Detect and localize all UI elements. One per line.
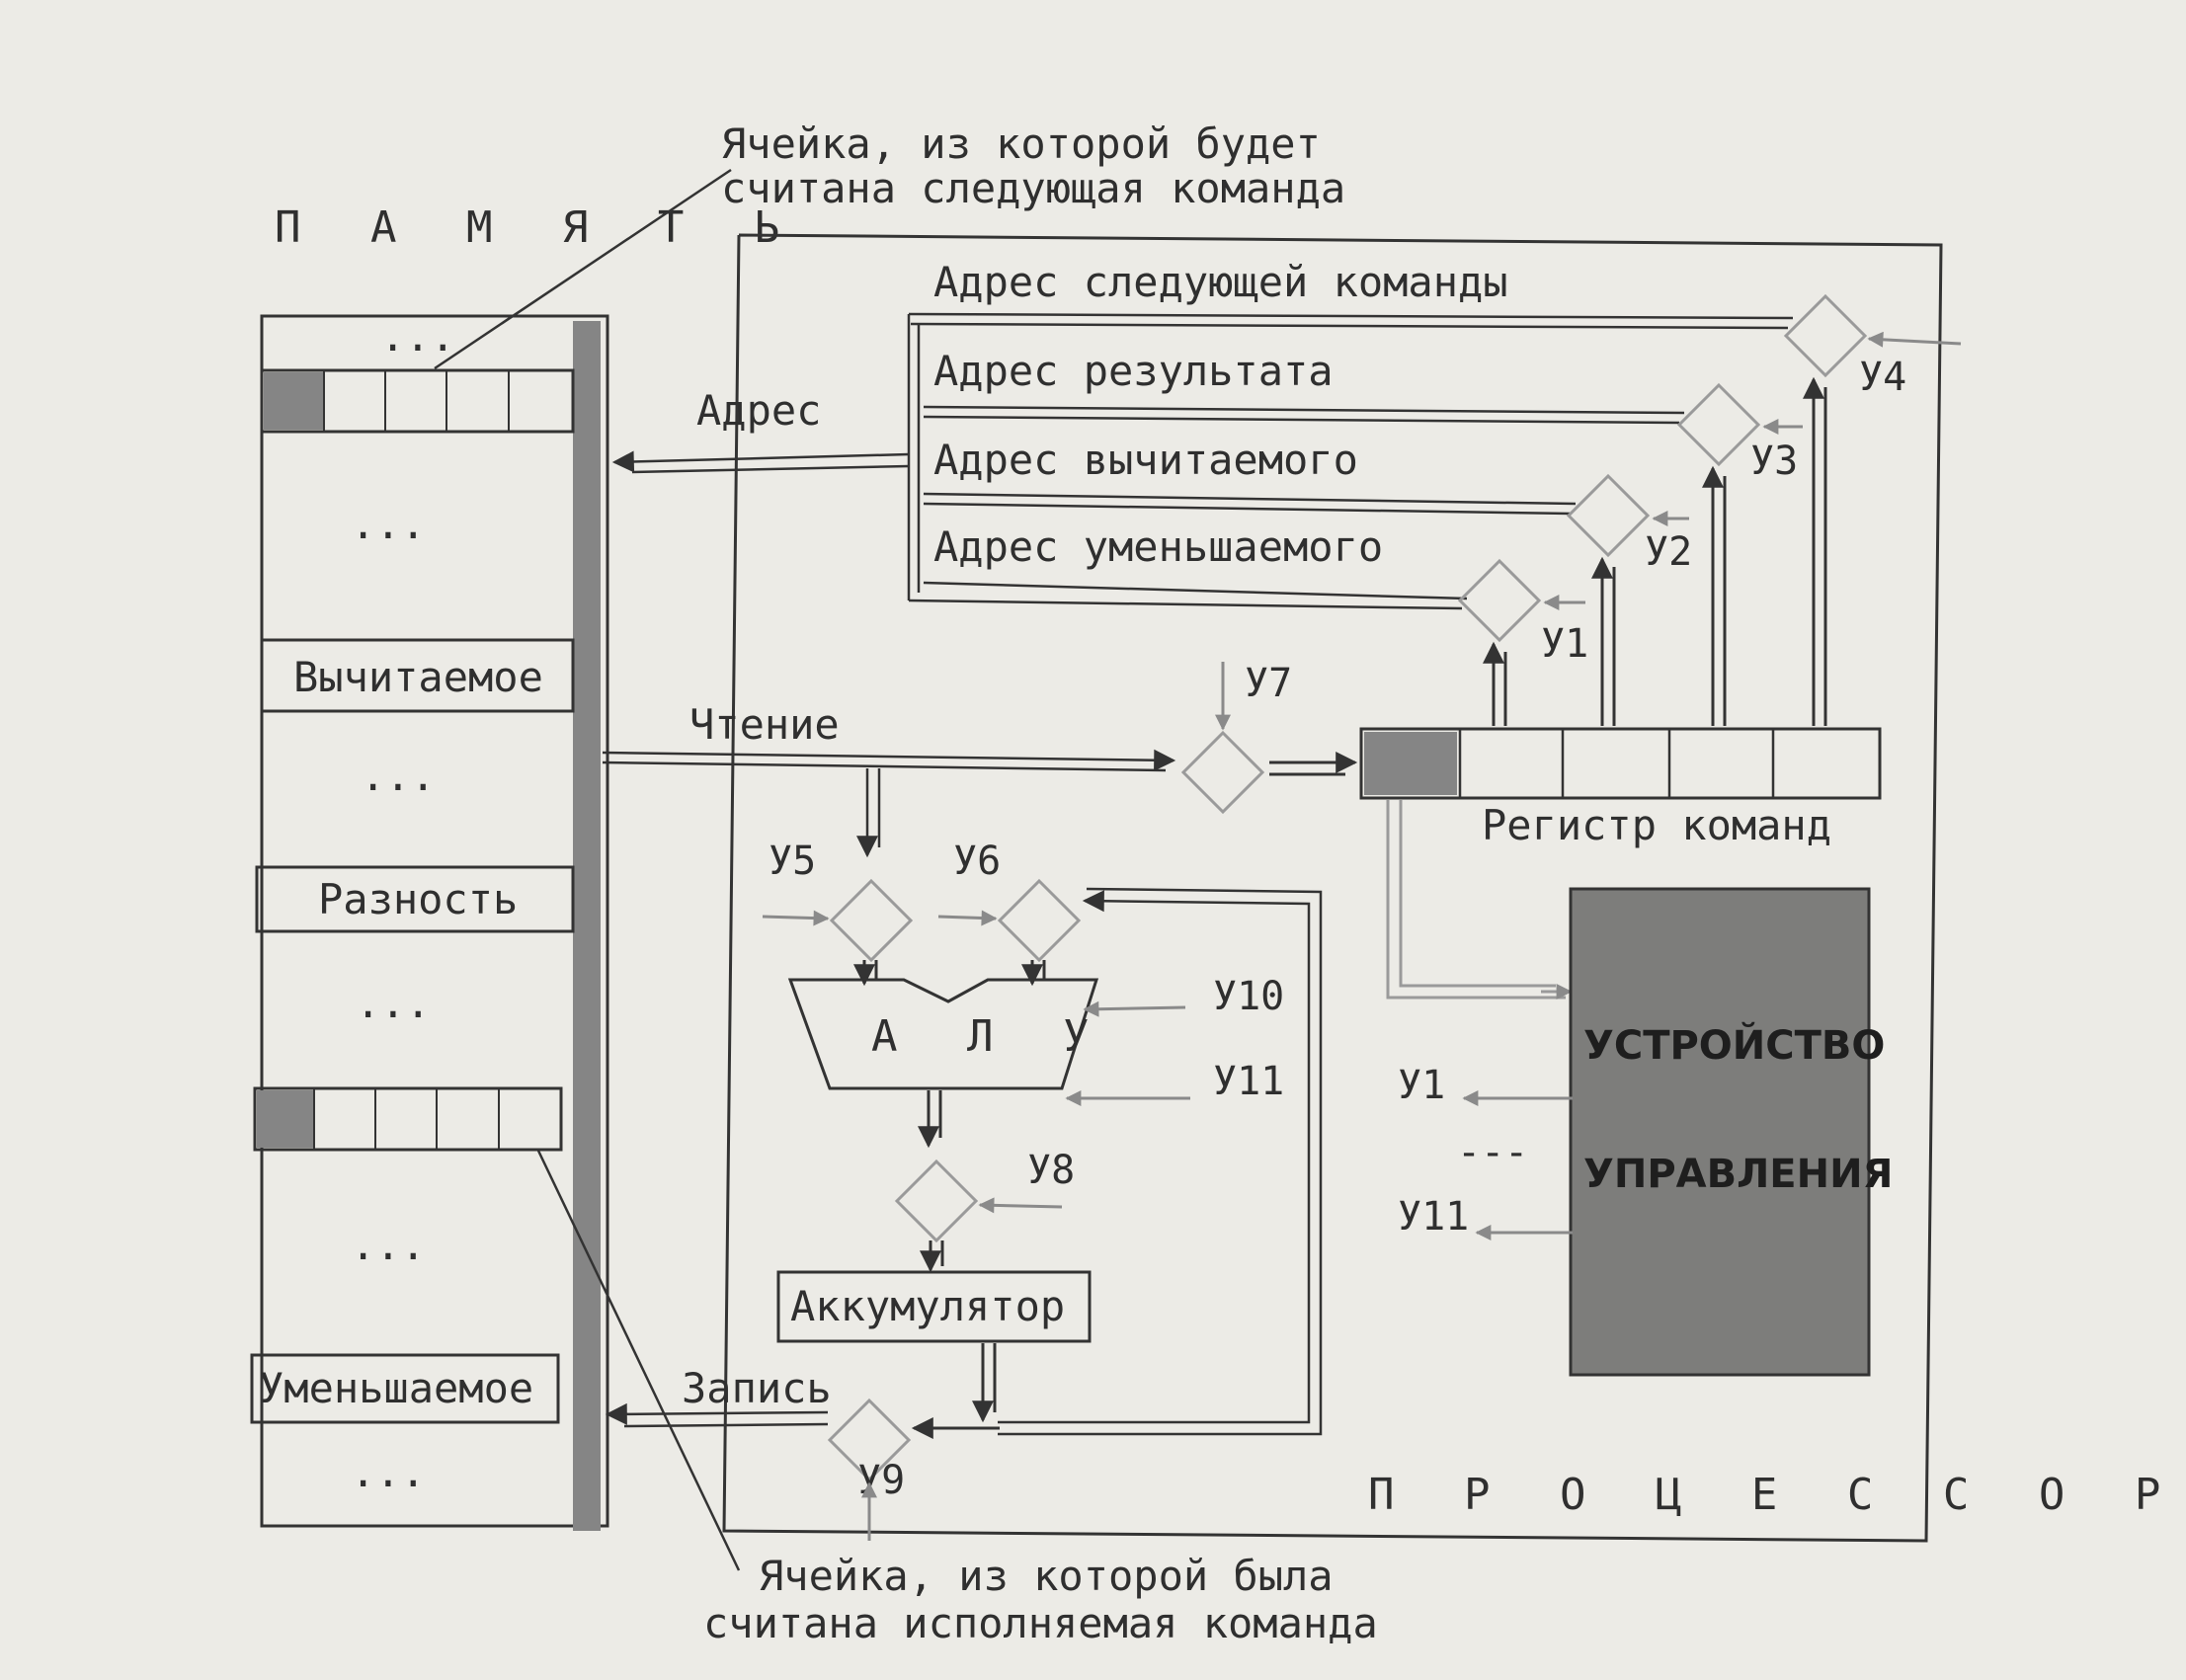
exec-cell-text-2: считана исполняемая команда (703, 1599, 1378, 1647)
addr-subtrahend-label: Адрес вычитаемого (933, 436, 1358, 484)
ir-to-control-unit (1386, 800, 1573, 1000)
address-registers: Адрес следующей команды Адрес результата… (907, 258, 1794, 610)
accumulator-paths (911, 887, 1323, 1439)
signal-y1-label: У1 (1541, 621, 1588, 667)
instruction-register-label: Регистр команд (1482, 801, 1831, 849)
memory-dots-6: ... (351, 1448, 426, 1496)
signal-y4-label: У4 (1859, 355, 1906, 400)
y8-control-arrow (978, 1197, 1063, 1214)
next-cell-text-1: Ячейка, из которой будет (721, 120, 1321, 168)
cu-out-gap: --- (1457, 1130, 1528, 1175)
next-cell-leader (434, 168, 732, 370)
signal-y6-label: У6 (953, 839, 1001, 884)
signal-y9-label: У9 (857, 1458, 905, 1503)
read-bus-label: Чтение (689, 700, 840, 749)
ir-to-address-gates (1483, 376, 1827, 726)
address-bus-label: Адрес (696, 386, 821, 435)
signal-y11-label: У11 (1213, 1059, 1284, 1104)
memory-block: П А М Я Т Ь ... ... Вычитаемое ... Разно… (250, 202, 801, 1531)
processor-title: П Р О Ц Е С С О Р (1368, 1470, 2182, 1520)
memory-dots-2: ... (351, 500, 426, 548)
accumulator: Аккумулятор (776, 1270, 1092, 1343)
memory-title: П А М Я Т Ь (275, 202, 801, 253)
addr-next-label: Адрес следующей команды (933, 258, 1508, 306)
next-cell-text-2: считана следующая команда (721, 164, 1345, 212)
y4-control-arrow (1867, 331, 1962, 348)
control-unit-line1: УСТРОЙСТВО (1583, 1021, 1885, 1069)
minuend-label: Уменьшаемое (259, 1364, 533, 1412)
exec-cell-leader (536, 1150, 741, 1571)
memory-bus-bar (573, 321, 601, 1531)
memory-dots-4: ... (356, 979, 431, 1027)
cu-out-y1-label: У1 (1398, 1063, 1445, 1108)
gate-y8: У8 (894, 1148, 1075, 1243)
addr-result-label: Адрес результата (933, 347, 1334, 395)
difference-cell: Разность (255, 865, 575, 933)
instruction-register: Регистр команд (1359, 727, 1882, 849)
next-cell-callout: Ячейка, из которой будет считана следующ… (434, 120, 1345, 370)
signal-y3-label: У3 (1750, 439, 1798, 484)
memory-dots-5: ... (351, 1221, 426, 1269)
memory-dots-3: ... (361, 752, 436, 800)
accumulator-box (776, 1270, 1092, 1343)
alu-label: А Л У (871, 1011, 1110, 1062)
memory-frame (260, 314, 609, 1528)
signal-y5-label: У5 (769, 839, 816, 884)
exec-cell-text-1: Ячейка, из которой была (759, 1552, 1334, 1600)
gate-y4: У4 (1783, 293, 1962, 400)
gate-y3: У3 (1676, 382, 1798, 484)
processor-frame (722, 233, 1943, 1543)
next-instruction-cell (260, 368, 575, 434)
gate-y5: У5 (762, 839, 914, 963)
control-unit-line2: УПРАВЛЕНИЯ (1583, 1152, 1893, 1197)
y10-control-arrow (1083, 1000, 1186, 1017)
read-bus: Чтение (602, 700, 1176, 858)
y5-control-arrow (762, 910, 830, 926)
executed-instruction-cell (253, 1086, 563, 1152)
addr-minuend-label: Адрес уменьшаемого (933, 522, 1383, 571)
control-unit: УСТРОЙСТВО УПРАВЛЕНИЯ У1 --- У11 (1398, 887, 1893, 1377)
minuend-cell: Уменьшаемое (250, 1353, 560, 1424)
difference-label: Разность (318, 875, 518, 923)
gate-y9: У9 (827, 1398, 912, 1541)
y6-control-arrow (937, 910, 998, 926)
write-bus-label: Запись (682, 1364, 832, 1412)
signal-y2-label: У2 (1645, 529, 1692, 575)
gate-y1: У1 (1457, 558, 1588, 667)
subtrahend-cell: Вычитаемое (260, 638, 575, 713)
gate-y2: У2 (1566, 473, 1692, 575)
control-unit-box (1569, 887, 1871, 1377)
memory-dots-1: ... (380, 312, 455, 360)
signal-y7-label: У7 (1245, 661, 1292, 706)
address-bus: Адрес (611, 386, 910, 474)
gate-y7: У7 (1180, 661, 1358, 815)
write-bus: Запись (605, 1364, 832, 1428)
exec-cell-callout: Ячейка, из которой была считана исполняе… (536, 1150, 1378, 1647)
signal-y8-label: У8 (1027, 1148, 1075, 1193)
cu-out-y11-label: У11 (1398, 1194, 1469, 1240)
signal-y10-label: У10 (1213, 974, 1284, 1019)
gate-y6: У6 (937, 839, 1082, 963)
accumulator-label: Аккумулятор (790, 1282, 1065, 1330)
subtrahend-label: Вычитаемое (293, 653, 543, 701)
alu: А Л У У10 У11 (787, 974, 1284, 1106)
alu-shape (787, 978, 1099, 1090)
